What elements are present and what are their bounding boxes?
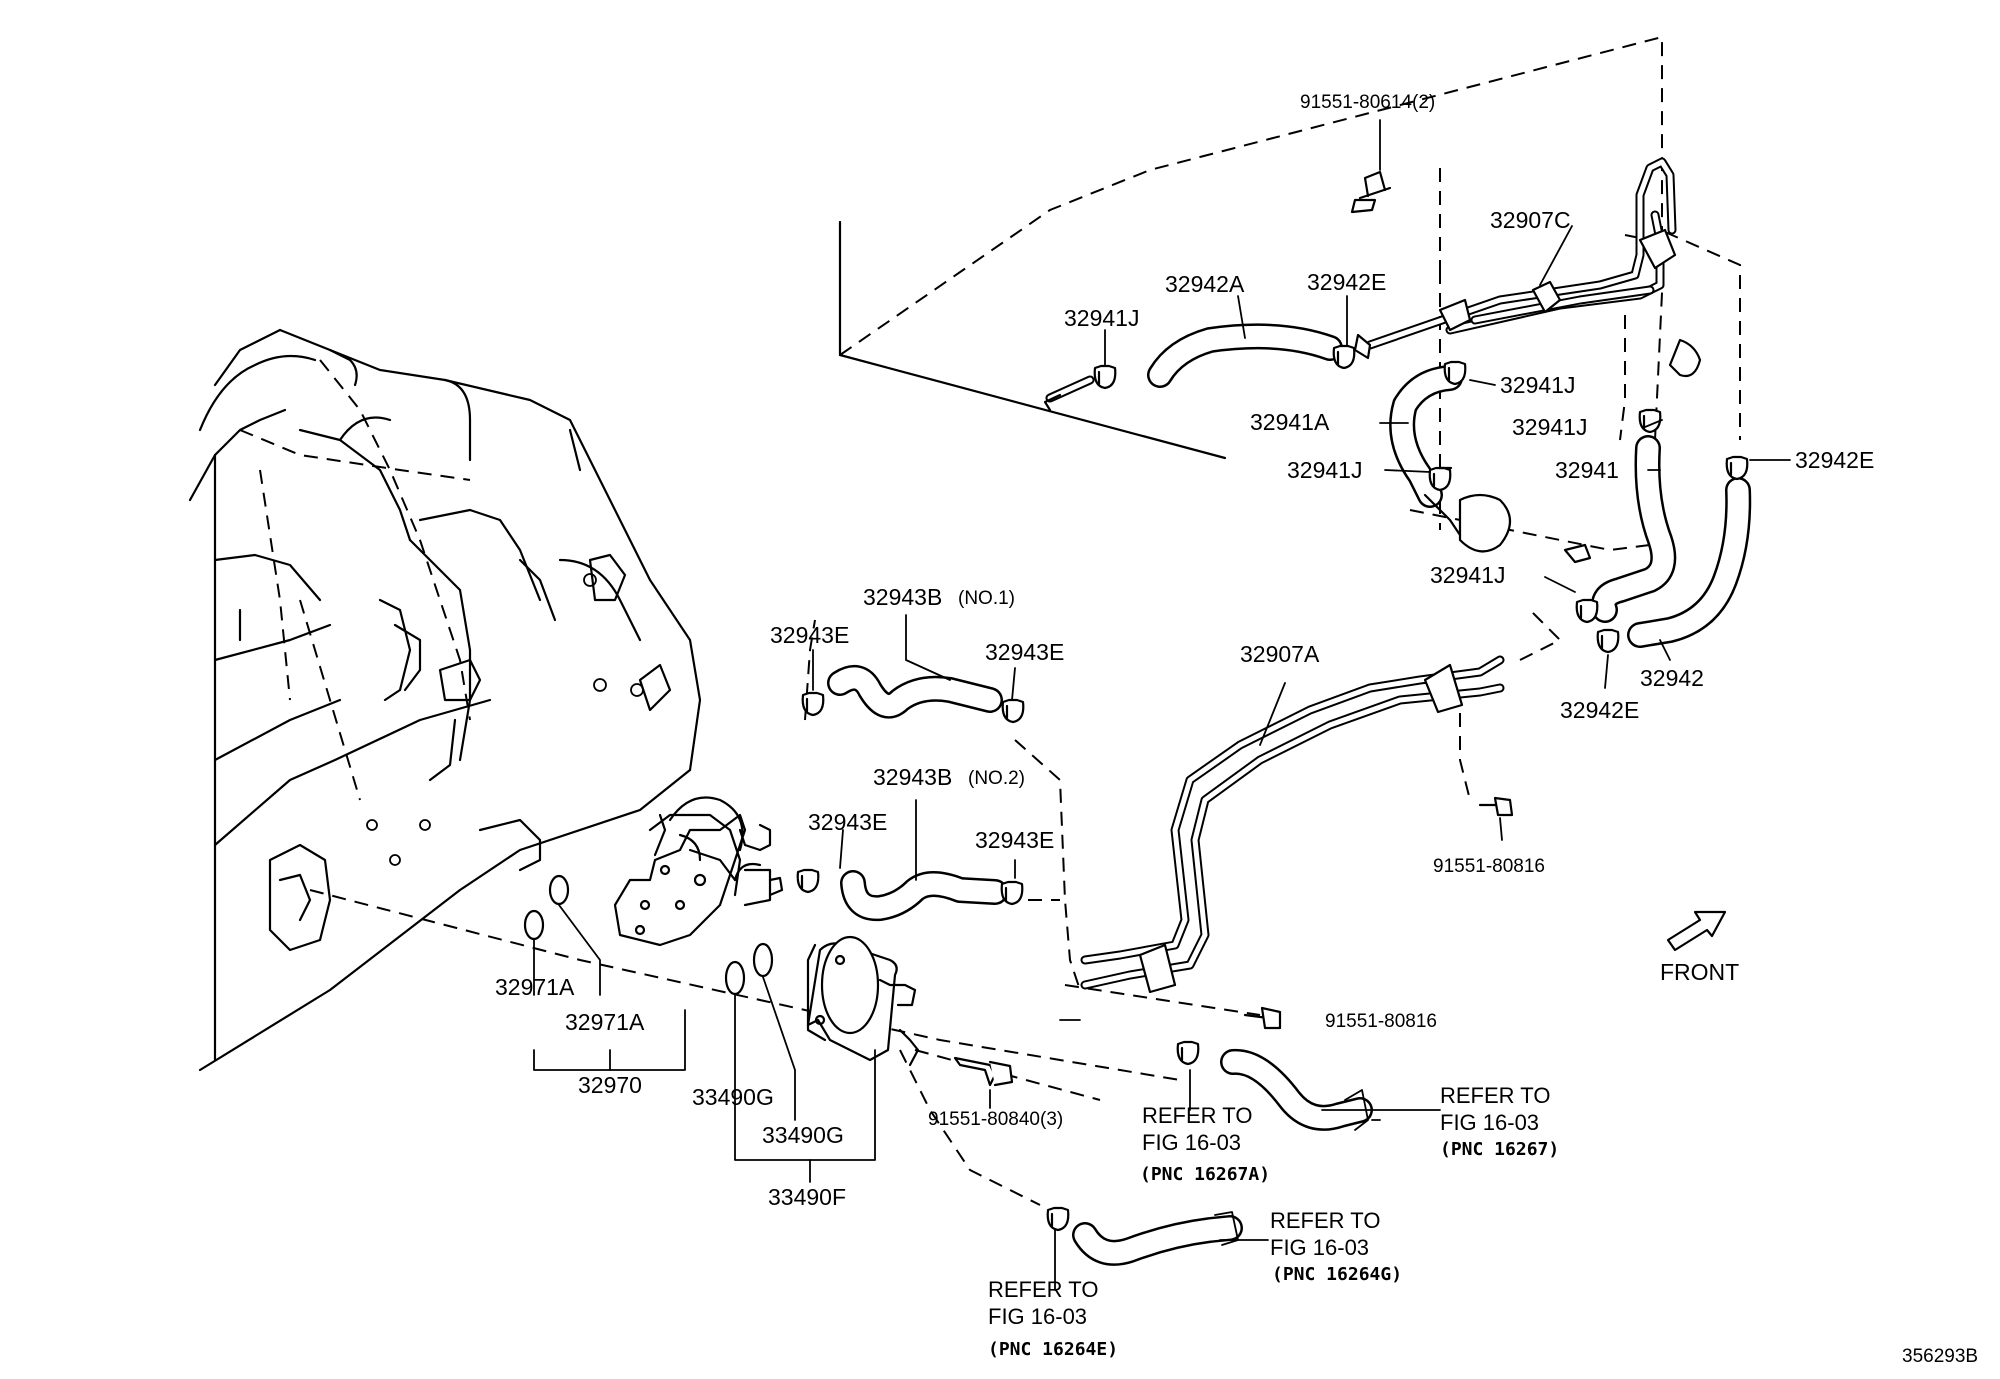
- label-bolt-cooler: 91551-80840(3): [928, 1109, 1063, 1130]
- label-32941: 32941: [1555, 457, 1619, 483]
- leader-lines: [533, 119, 1791, 1291]
- label-no2: (NO.2): [968, 768, 1025, 789]
- ref-16264G: REFER TO FIG 16-03 (PNC 16264G): [1270, 1208, 1402, 1285]
- label-33490G-b: 33490G: [762, 1122, 844, 1148]
- bolt-cooler: [953, 1056, 1014, 1087]
- hose-clamps: [796, 344, 1749, 1232]
- bolt-low: [1243, 1006, 1282, 1030]
- hoses: [827, 323, 1752, 1266]
- ref-16264E-line2: FIG 16-03: [988, 1304, 1087, 1329]
- valve-body-assembly: [613, 796, 784, 947]
- hose-cut-ends: [1214, 1089, 1369, 1246]
- label-32971A-b: 32971A: [565, 1009, 645, 1035]
- label-32907A: 32907A: [1240, 641, 1320, 667]
- label-33490G-a: 33490G: [692, 1084, 774, 1110]
- part-labels: 91551-80614(2) 32907C 32942A 32942E 3294…: [495, 92, 1978, 1367]
- label-32943E-d: 32943E: [975, 827, 1054, 853]
- ref-16267A-line2: FIG 16-03: [1142, 1130, 1241, 1155]
- o-rings-32971A: [523, 874, 570, 941]
- label-32971A-a: 32971A: [495, 974, 575, 1000]
- label-32941J-b: 32941J: [1500, 372, 1575, 398]
- ref-16267A-line1: REFER TO: [1142, 1103, 1252, 1128]
- label-32943B-2: 32943B: [873, 764, 952, 790]
- ref-16267-line1: REFER TO: [1440, 1083, 1550, 1108]
- label-32943B-1: 32943B: [863, 584, 942, 610]
- label-32941J-a: 32941J: [1064, 305, 1139, 331]
- label-bolt-mid: 91551-80816: [1433, 856, 1545, 877]
- label-32942E-right: 32942E: [1795, 447, 1874, 473]
- ref-16267A-pnc: (PNC 16267A): [1140, 1164, 1270, 1185]
- ref-16267-pnc: (PNC 16267): [1440, 1139, 1559, 1160]
- label-32943E-a: 32943E: [770, 622, 849, 648]
- label-front: FRONT: [1660, 959, 1739, 985]
- pipe-brackets: [1438, 228, 1702, 378]
- label-32941A: 32941A: [1250, 409, 1330, 435]
- label-32942E-low: 32942E: [1560, 697, 1639, 723]
- label-bolt-top: 91551-80614(2): [1300, 92, 1435, 113]
- label-32942: 32942: [1640, 665, 1704, 691]
- o-rings-33490G: [724, 942, 774, 996]
- pipe-32907A-brackets: [1138, 663, 1464, 994]
- label-32943E-b: 32943E: [985, 639, 1064, 665]
- label-32941J-d: 32941J: [1287, 457, 1362, 483]
- label-32942E-top: 32942E: [1307, 269, 1386, 295]
- ref-16264E: REFER TO FIG 16-03 (PNC 16264E): [988, 1277, 1118, 1360]
- small-fittings: [1043, 333, 1592, 564]
- ref-16267A: REFER TO FIG 16-03 (PNC 16267A): [1140, 1103, 1270, 1185]
- label-33490F: 33490F: [768, 1184, 846, 1210]
- label-bolt-low: 91551-80816: [1325, 1011, 1437, 1032]
- label-32941J-c: 32941J: [1512, 414, 1587, 440]
- label-32942A: 32942A: [1165, 271, 1245, 297]
- bolt-mid: [1478, 796, 1514, 817]
- label-32970: 32970: [578, 1072, 642, 1098]
- ref-16264G-line2: FIG 16-03: [1270, 1235, 1369, 1260]
- ref-16264E-pnc: (PNC 16264E): [988, 1339, 1118, 1360]
- transmission-hidden-lines: [239, 359, 471, 801]
- ref-16267: REFER TO FIG 16-03 (PNC 16267): [1440, 1083, 1559, 1160]
- case-holes: [366, 573, 644, 866]
- label-32943E-c: 32943E: [808, 809, 887, 835]
- ref-16264G-line1: REFER TO: [1270, 1208, 1380, 1233]
- reference-notes: REFER TO FIG 16-03 (PNC 16267A) REFER TO…: [988, 1083, 1559, 1360]
- transmission-case: [188, 328, 702, 1072]
- ref-16264E-line1: REFER TO: [988, 1277, 1098, 1302]
- oil-cooler: [806, 935, 920, 1067]
- label-32907C: 32907C: [1490, 207, 1571, 233]
- label-32941J-e: 32941J: [1430, 562, 1505, 588]
- ref-16264G-pnc: (PNC 16264G): [1272, 1264, 1402, 1285]
- bolt-top: [1350, 170, 1392, 214]
- front-arrow-icon: [1666, 910, 1727, 952]
- figure-id: 356293B: [1902, 1346, 1978, 1367]
- label-no1: (NO.1): [958, 588, 1015, 609]
- ref-16267-line2: FIG 16-03: [1440, 1110, 1539, 1135]
